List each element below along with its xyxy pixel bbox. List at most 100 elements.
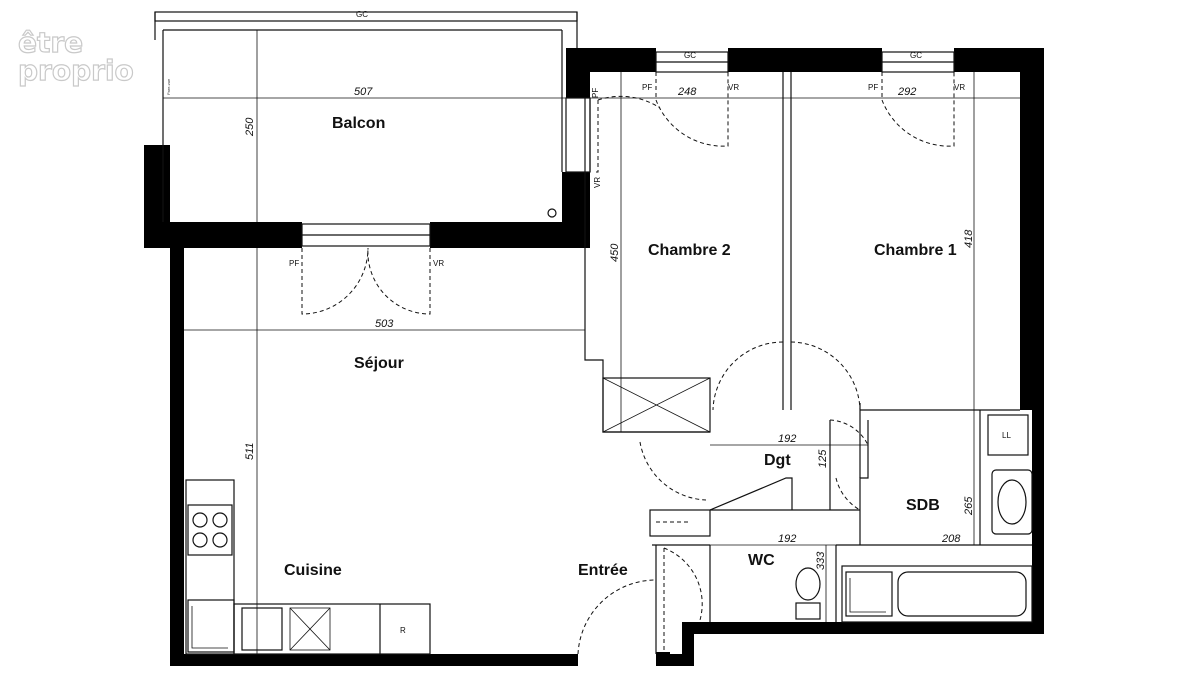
wall-left — [170, 238, 184, 666]
entry-closet — [649, 509, 711, 537]
kitchen-sink-1 — [241, 607, 283, 651]
window-ch2-gc: GC — [684, 51, 696, 60]
door-sejour-right — [367, 247, 431, 315]
cooktop — [187, 504, 233, 556]
sdb-unit-mark — [849, 578, 886, 613]
dim-ch2-width: 248 — [677, 86, 697, 98]
door-ch1 — [790, 341, 861, 411]
dim-balcon-width: 507 — [354, 86, 373, 98]
room-label-wc: WC — [748, 552, 775, 569]
fridge-label: R — [400, 626, 406, 635]
door-balcon-side — [596, 95, 661, 173]
kitchen-counter-left — [185, 479, 235, 655]
side-vr-label: VR — [593, 177, 602, 188]
dim-dgt-width: 192 — [778, 433, 796, 445]
wall-balcon-left — [144, 145, 170, 248]
side-pf-label: PF — [591, 88, 600, 98]
balcony-gc-label: GC — [356, 10, 368, 19]
wc-tank — [795, 602, 821, 620]
ch2-pf-label: PF — [642, 83, 652, 92]
watermark-line2: proprio — [18, 54, 134, 87]
wall-sejour-top-right — [430, 222, 590, 248]
room-label-chambre1: Chambre 1 — [874, 242, 957, 259]
door-dgt — [639, 441, 707, 501]
dim-sejour-depth: 511 — [244, 442, 256, 460]
dim-ch1-depth: 418 — [963, 229, 975, 248]
watermark-line1: être — [18, 26, 83, 59]
ch1-pf-label: PF — [868, 83, 878, 92]
wall-bottom-step2 — [656, 654, 694, 666]
balcony-drain — [547, 208, 557, 218]
bathtub — [841, 565, 1033, 623]
sdb-sink-bowl — [997, 479, 1027, 525]
sdb-unit — [845, 571, 893, 617]
sejour-vr-label: VR — [433, 259, 444, 268]
door-ch2-window — [655, 72, 729, 147]
door-entry — [577, 579, 657, 655]
balcony-outline: GC Pare-vue — [154, 10, 578, 222]
burner-1 — [192, 512, 208, 528]
partition-sdb-left — [859, 420, 869, 545]
dimension-labels: 507 250 248 292 450 418 503 511 192 125 … — [244, 86, 975, 570]
room-label-entree: Entrée — [578, 562, 628, 579]
dim-sdb-width: 208 — [941, 533, 961, 545]
sdb-sink — [991, 469, 1033, 535]
wall-top-3 — [954, 48, 1044, 72]
wall-top-2 — [728, 48, 882, 72]
door-sejour-left — [301, 247, 369, 315]
room-label-cuisine: Cuisine — [284, 562, 342, 579]
partition-dgt — [709, 477, 793, 511]
bathtub-basin — [897, 571, 1027, 617]
partitions: LL — [584, 72, 1033, 654]
burner-4 — [212, 532, 228, 548]
dim-wc-depth: 333 — [815, 551, 827, 570]
wc-bowl — [795, 567, 821, 601]
dim-balcon-depth: 250 — [244, 117, 256, 137]
ch1-vr-label: VR — [954, 83, 965, 92]
doors: PF VR PF VR PF VR PF VR — [289, 72, 965, 655]
dim-wc-width: 192 — [778, 533, 796, 545]
window-ch1-gc: GC — [910, 51, 922, 60]
burner-2 — [212, 512, 228, 528]
room-label-sdb: SDB — [906, 497, 940, 514]
kitchen-unit-corner — [187, 599, 235, 653]
wall-sejour-top-left — [170, 222, 302, 248]
watermark-logo: être proprio — [17, 25, 134, 87]
wall-balcon-right-a — [566, 48, 590, 98]
door-ch1-window — [881, 72, 955, 147]
walls — [144, 48, 1044, 666]
window-balcon-side — [565, 97, 591, 173]
dim-ch2-depth: 450 — [609, 243, 621, 262]
ch2-vr-label: VR — [728, 83, 739, 92]
sejour-pf-label: PF — [289, 259, 299, 268]
dim-sejour-width: 503 — [375, 318, 394, 330]
dim-sdb-depth: 265 — [963, 496, 975, 516]
room-label-chambre2: Chambre 2 — [648, 242, 731, 259]
kitchen-counter-bottom — [233, 603, 431, 655]
wall-bottom-right — [682, 622, 1044, 634]
room-label-balcon: Balcon — [332, 115, 385, 132]
wall-bottom-left — [170, 654, 578, 666]
room-label-dgt: Dgt — [764, 452, 791, 469]
door-ch2 — [712, 341, 784, 411]
dimension-lines — [163, 30, 1020, 654]
windows: GC GC — [301, 51, 955, 247]
closet-ch2 — [602, 377, 711, 433]
wall-right-lower — [1032, 410, 1044, 634]
burner-3 — [192, 532, 208, 548]
kitchen-unit-corner-mark — [191, 606, 228, 649]
kitchen-sink-2 — [289, 607, 331, 651]
dim-dgt-depth: 125 — [817, 449, 829, 468]
partition-ch2-left — [584, 98, 710, 433]
door-entry-closet — [663, 547, 703, 650]
door-sdb — [829, 419, 869, 446]
room-labels: Balcon Chambre 2 Chambre 1 Séjour Dgt SD… — [284, 115, 957, 579]
door-wc — [835, 477, 861, 511]
wall-right — [1020, 48, 1044, 410]
washing-machine — [987, 414, 1029, 456]
kitchen-sink-2-x2 — [289, 607, 331, 651]
kitchen: R — [185, 479, 431, 655]
dim-ch1-width: 292 — [897, 86, 916, 98]
washing-machine-label: LL — [1002, 431, 1011, 440]
